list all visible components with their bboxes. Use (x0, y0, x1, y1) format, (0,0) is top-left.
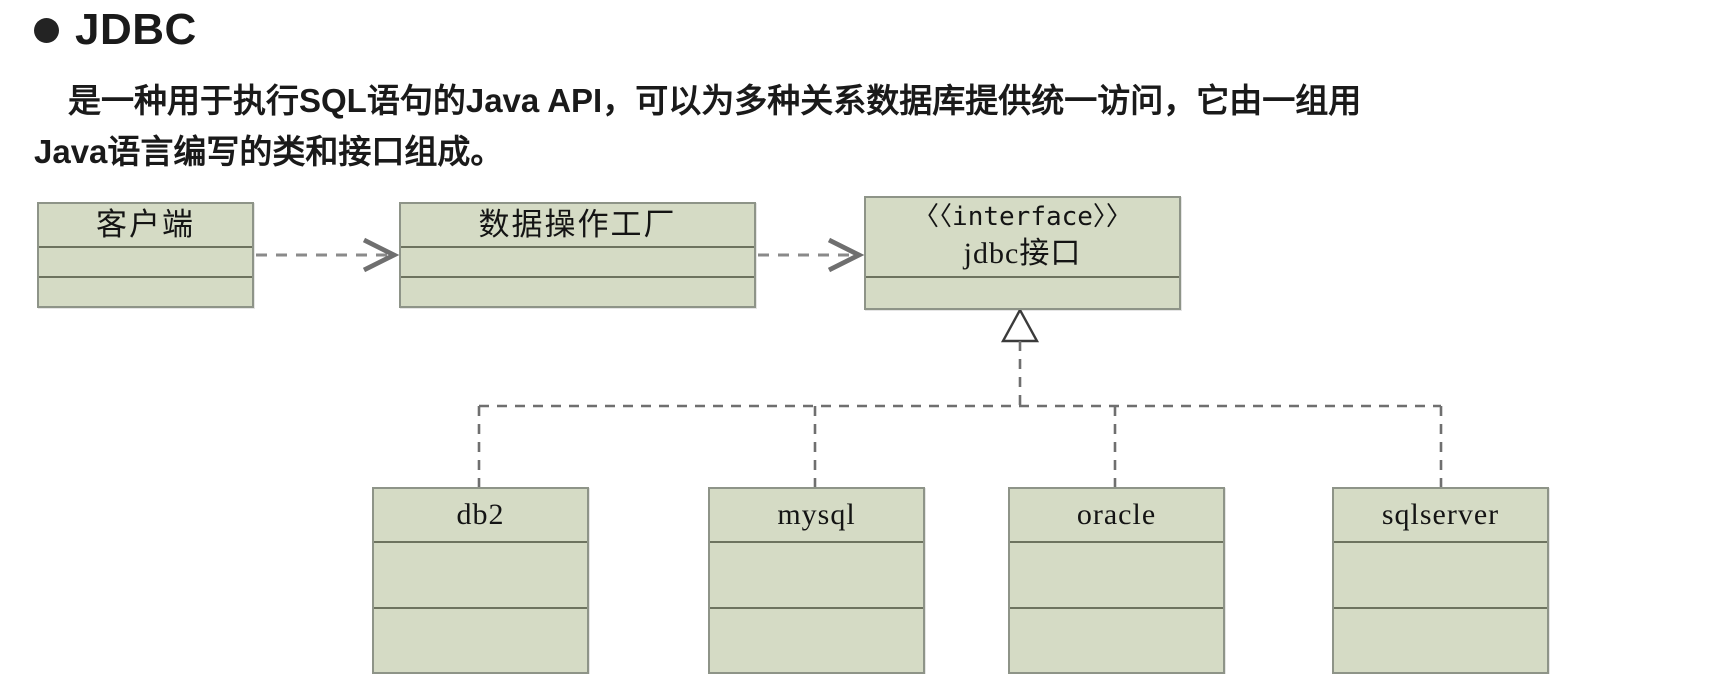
paragraph-line-2: Java语言编写的类和接口组成。 (34, 133, 504, 170)
uml-class-sqlserver-attributes (1334, 543, 1547, 607)
uml-class-mysql-title: mysql (710, 489, 923, 543)
uml-class-mysql-methods (710, 606, 923, 673)
uml-class-data-operation-factory-methods (401, 276, 754, 306)
uml-class-client-title-text: 客户端 (96, 206, 195, 242)
uml-class-oracle[interactable]: oracle (1008, 487, 1225, 674)
uml-class-client-attributes (39, 248, 252, 276)
page-title: JDBC (75, 5, 197, 54)
uml-class-oracle-title-text: oracle (1076, 497, 1157, 531)
uml-class-client-methods (39, 276, 252, 306)
uml-class-data-operation-factory-title-text: 数据操作工厂 (478, 206, 677, 242)
uml-interface-jdbc[interactable]: 〈〈interface〉〉 jdbc接口 (864, 196, 1181, 310)
uml-class-data-operation-factory-attributes (401, 248, 754, 276)
uml-class-db2[interactable]: db2 (372, 487, 589, 674)
uml-class-db2-attributes (374, 543, 587, 607)
uml-class-client[interactable]: 客户端 (37, 202, 254, 308)
slide-paragraph: 是一种用于执行SQL语句的Java API，可以为多种关系数据库提供统一访问，它… (34, 75, 1694, 177)
uml-class-db2-title: db2 (374, 489, 587, 543)
uml-class-mysql-title-text: mysql (777, 497, 856, 531)
filled-circle-bullet-icon (34, 17, 59, 43)
uml-interface-jdbc-methods (866, 278, 1179, 308)
paragraph-line-1-text: 是一种用于执行SQL语句的Java API，可以为多种关系数据库提供统一访问，它… (68, 82, 1362, 119)
uml-class-db2-title-text: db2 (456, 497, 505, 531)
paragraph-line-1: 是一种用于执行SQL语句的Java API，可以为多种关系数据库提供统一访问，它… (34, 75, 1694, 126)
uml-class-oracle-methods (1010, 606, 1223, 673)
uml-class-mysql[interactable]: mysql (708, 487, 925, 674)
uml-class-sqlserver-methods (1334, 606, 1547, 673)
uml-interface-jdbc-title-text: jdbc接口 (963, 236, 1082, 270)
uml-class-mysql-attributes (710, 543, 923, 607)
uml-class-oracle-attributes (1010, 543, 1223, 607)
realization-implementations-to-interface (477, 307, 1443, 487)
uml-class-sqlserver-title-text: sqlserver (1381, 497, 1500, 531)
uml-interface-jdbc-title: 〈〈interface〉〉 jdbc接口 (866, 198, 1179, 278)
uml-interface-stereotype: 〈〈interface〉〉 (913, 201, 1132, 232)
uml-class-db2-methods (374, 606, 587, 673)
uml-class-client-title: 客户端 (39, 204, 252, 248)
slide-heading: JDBC (34, 8, 197, 52)
uml-class-data-operation-factory-title: 数据操作工厂 (401, 204, 754, 248)
uml-class-data-operation-factory[interactable]: 数据操作工厂 (399, 202, 756, 308)
uml-class-sqlserver[interactable]: sqlserver (1332, 487, 1549, 674)
uml-class-sqlserver-title: sqlserver (1334, 489, 1547, 543)
uml-class-oracle-title: oracle (1010, 489, 1223, 543)
